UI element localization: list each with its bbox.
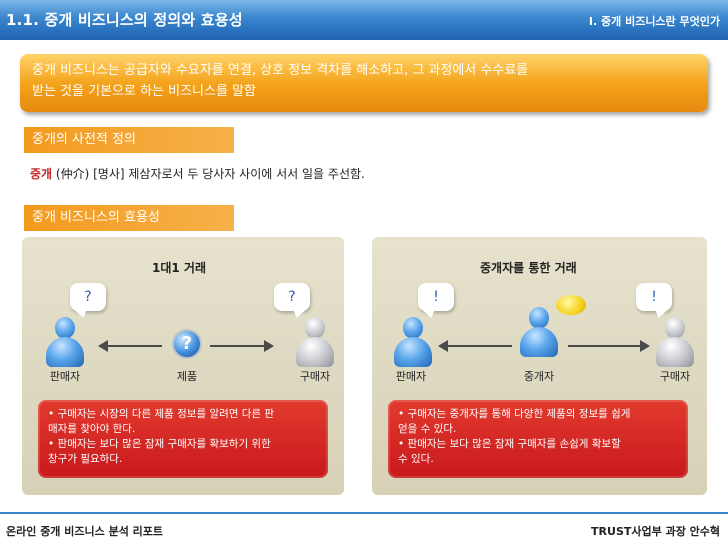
buyer-icon [294,317,336,369]
note-line: 창구가 필요하다. [48,453,123,465]
seller-label: 판매자 [49,370,81,383]
question-mark: ? [288,289,296,305]
broker-label: 중개자 [523,370,555,383]
broker-trade-title: 중개자를 통한 거래 [480,261,577,275]
note-line: • 구매자는 중개자를 통해 다양한 제품의 정보를 쉽게 [398,408,631,420]
exclamation-mark: ! [651,289,657,305]
footer-author: TRUST사업부 과장 안수혁 [591,525,720,538]
exclaim-bubble-right: ! [636,283,672,311]
note-line: • 구매자는 시장의 다른 제품 정보를 알려면 다른 판 [48,408,275,420]
buyer-icon [654,317,696,369]
seller-label: 판매자 [395,370,427,383]
definition-text: 중개 (仲介) [명사] 제삼자로서 두 당사자 사이에 서서 일을 주선함. [30,165,365,182]
summary-line-1: 중개 비즈니스는 공급자와 수요자를 연결, 상호 정보 격차를 해소하고, 그… [32,63,529,78]
direct-trade-notes: • 구매자는 시장의 다른 제품 정보를 알려면 다른 판 매자를 찾아야 한다… [38,400,328,478]
broker-icon [518,307,560,359]
definition-section-label: 중개의 사전적 정의 [24,127,234,153]
arrow-right [210,340,274,352]
summary-box: 중개 비즈니스는 공급자와 수요자를 연결, 상호 정보 격차를 해소하고, 그… [20,54,708,112]
buyer-label: 구매자 [659,370,691,383]
product-question-icon: ? [172,329,202,359]
speech-bubble-icon [556,295,586,315]
broker-trade-notes: • 구매자는 중개자를 통해 다양한 제품의 정보를 쉽게 얻을 수 있다. •… [388,400,688,478]
arrow-right [568,340,650,352]
page-title: 1.1. 중개 비즈니스의 정의와 효용성 [6,11,243,29]
definition-word: 중개 [30,167,53,181]
note-line: • 판매자는 보다 많은 잠재 구매자를 확보하기 위한 [48,438,271,450]
note-line: 매자를 찾아야 한다. [48,423,136,435]
question-mark: ? [84,289,92,305]
buyer-label: 구매자 [299,370,331,383]
question-bubble-right: ? [274,283,310,311]
note-line: • 판매자는 보다 많은 잠재 구매자를 손쉽게 확보할 [398,438,621,450]
footer-divider [0,512,728,514]
definition-hanja: (仲介) [55,167,90,181]
question-bubble-left: ? [70,283,106,311]
product-label: 제품 [176,370,198,383]
exclaim-bubble-left: ! [418,283,454,311]
arrow-left [438,340,512,352]
utility-section-label: 중개 비즈니스의 효용성 [24,205,234,231]
header-bar: 1.1. 중개 비즈니스의 정의와 효용성 Ⅰ. 중개 비즈니스란 무엇인가 [0,0,728,40]
note-line: 수 있다. [398,453,434,465]
exclamation-mark: ! [433,289,439,305]
seller-icon [392,317,434,369]
note-line: 얻을 수 있다. [398,423,457,435]
section-title: Ⅰ. 중개 비즈니스란 무엇인가 [588,15,720,28]
footer-report-title: 온라인 중개 비즈니스 분석 리포트 [6,525,163,538]
definition-body: [명사] 제삼자로서 두 당사자 사이에 서서 일을 주선함. [93,167,365,181]
seller-icon [44,317,86,369]
direct-trade-title: 1대1 거래 [152,261,206,275]
arrow-left [98,340,162,352]
summary-line-2: 받는 것을 기본으로 하는 비즈니스를 말함 [32,84,256,99]
